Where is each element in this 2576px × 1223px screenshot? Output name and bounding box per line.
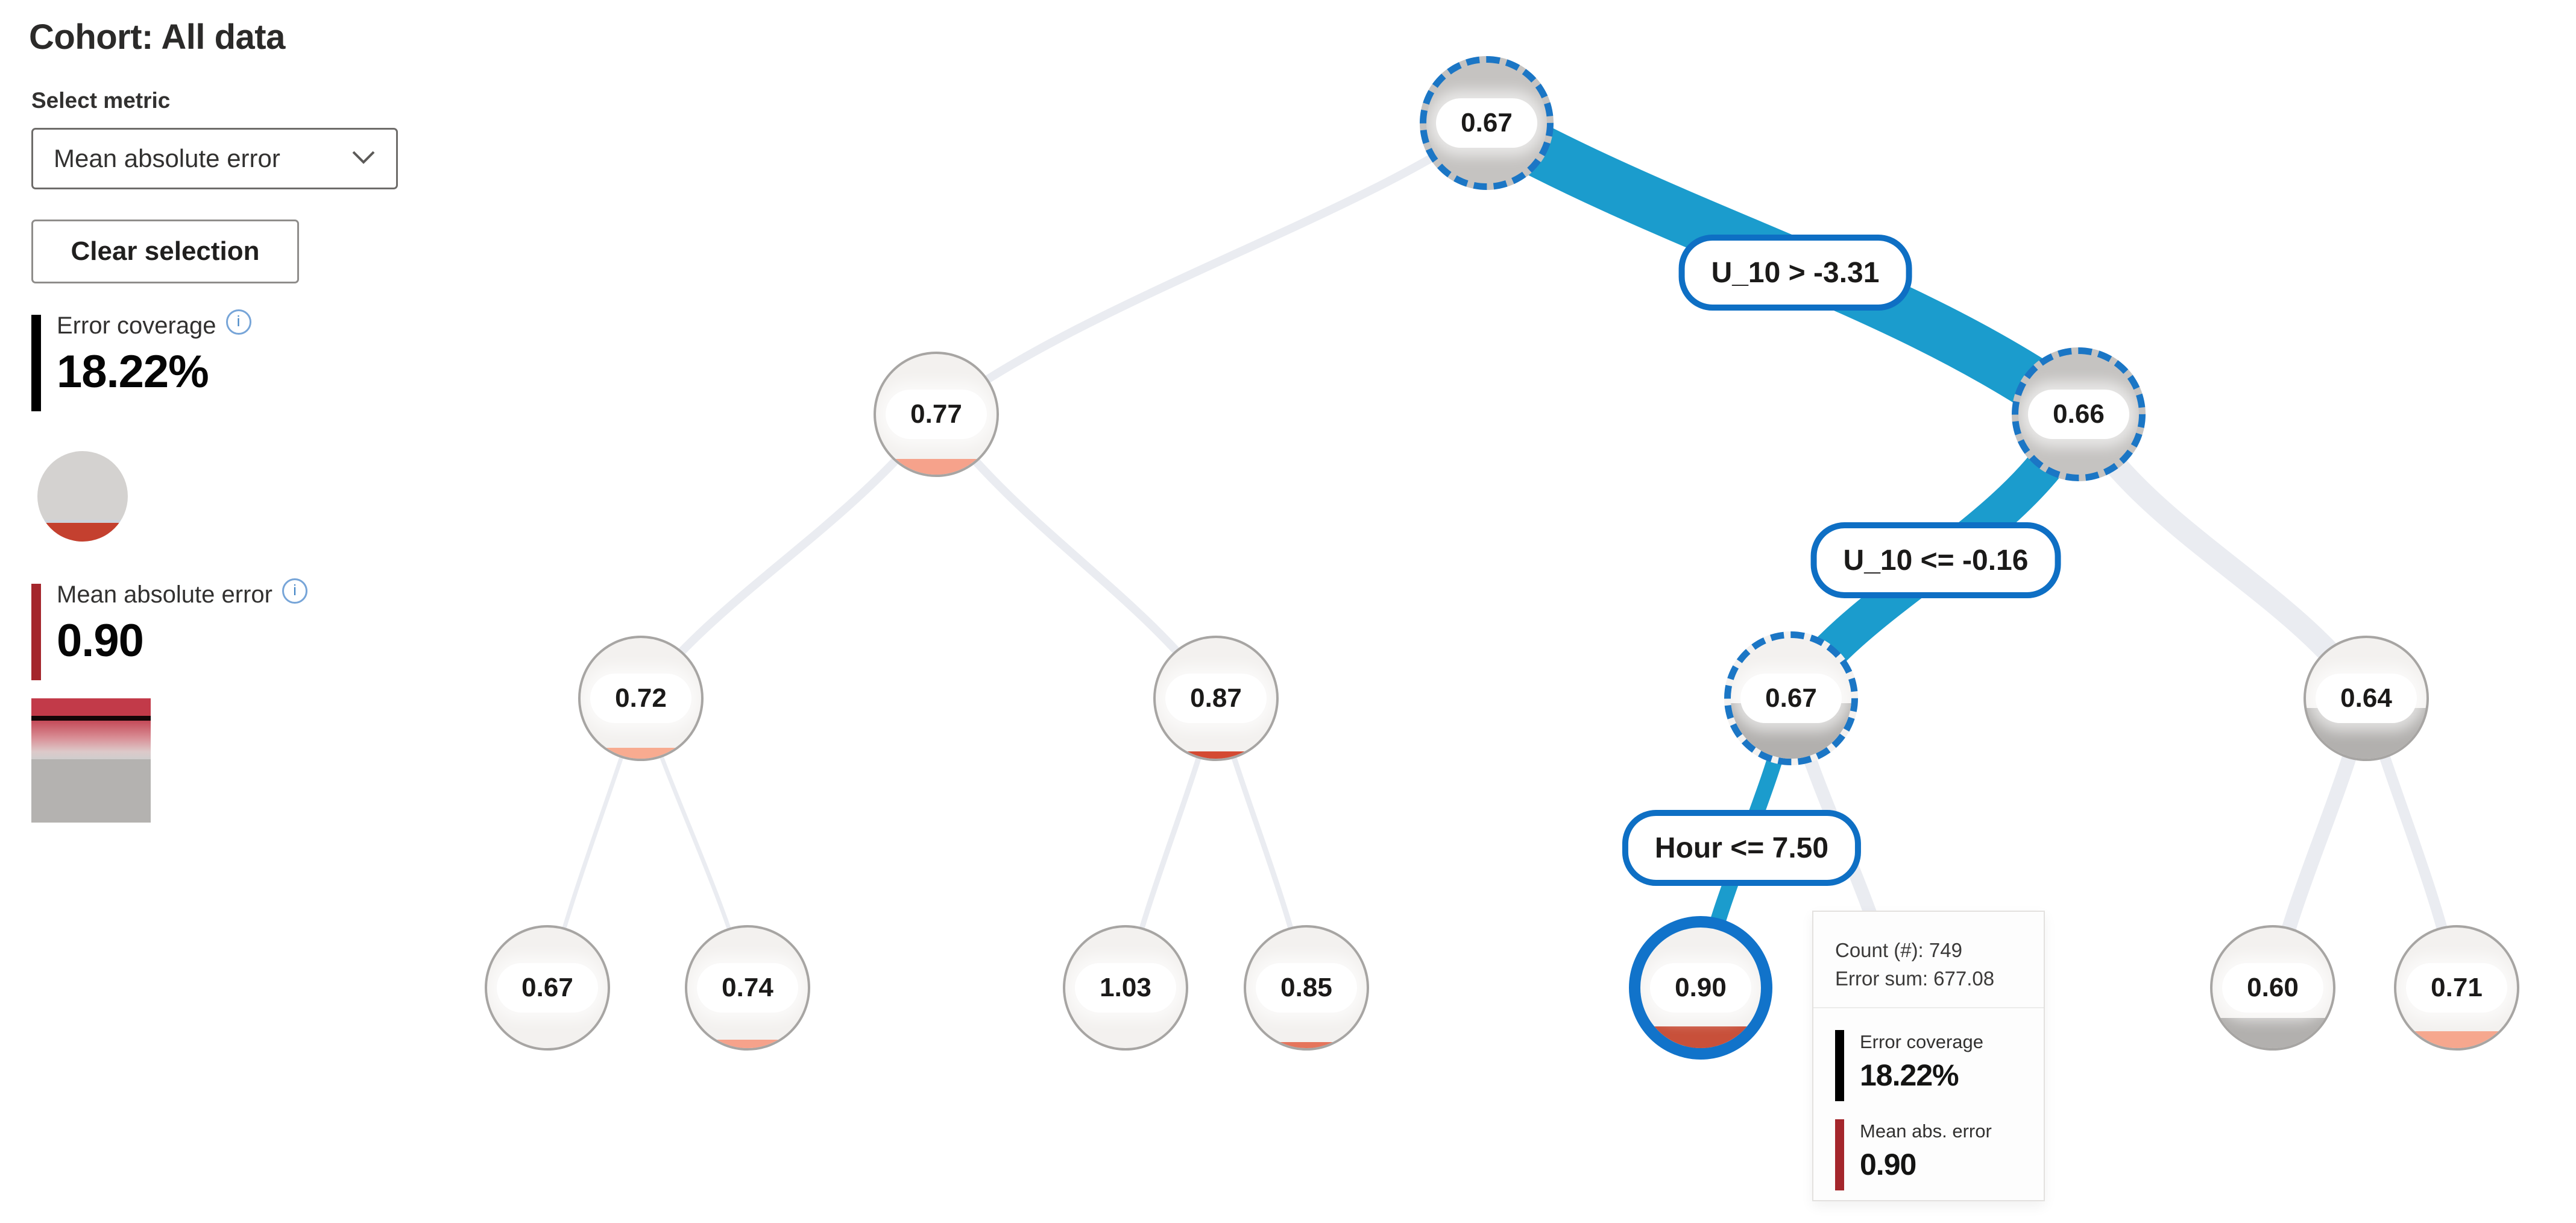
- tree-node-060[interactable]: 0.60: [2210, 925, 2335, 1051]
- node-value: 0.67: [521, 973, 573, 1002]
- node-value-pill: 0.64: [2316, 674, 2417, 723]
- split-label-u10-lte: U_10 <= -0.16: [1810, 522, 2061, 598]
- tooltip-error-coverage-row: Error coverage 18.22%: [1835, 1030, 2022, 1101]
- node-error-fill: [581, 748, 701, 759]
- node-value-pill: 0.85: [1256, 963, 1357, 1013]
- node-value-pill: 0.67: [1740, 674, 1842, 723]
- node-value: 0.60: [2247, 973, 2299, 1002]
- info-icon[interactable]: i: [225, 309, 251, 335]
- node-value: 0.67: [1765, 683, 1817, 713]
- tree-node-103[interactable]: 1.03: [1063, 925, 1188, 1051]
- tree-node-087[interactable]: 0.87: [1153, 636, 1279, 761]
- mean-abs-error-value: 0.90: [57, 615, 144, 666]
- node-error-fill: [876, 459, 997, 475]
- tooltip-error-coverage-label: Error coverage: [1860, 1031, 1984, 1052]
- split-label-u10-gt: U_10 > -3.31: [1678, 235, 1912, 311]
- tooltip-mae-bar: [1835, 1119, 1844, 1190]
- node-value: 0.85: [1280, 973, 1332, 1002]
- node-value-pill: 0.87: [1165, 674, 1267, 723]
- tooltip-mean-abs-error-label: Mean abs. error: [1860, 1120, 1992, 1142]
- tree-node-072[interactable]: 0.72: [578, 636, 704, 761]
- clear-selection-label: Clear selection: [71, 236, 260, 266]
- tree-node-064[interactable]: 0.64: [2304, 636, 2429, 761]
- tree-node-090-selected[interactable]: 0.90: [1629, 916, 1772, 1060]
- node-error-fill: [687, 1040, 808, 1048]
- node-hover-tooltip: Count (#): 749 Error sum: 677.08 Error c…: [1812, 911, 2045, 1201]
- gradient-gray: [31, 759, 151, 823]
- tooltip-count: Count (#): 749: [1835, 939, 1962, 961]
- node-value: 0.71: [2431, 973, 2483, 1002]
- tooltip-mean-abs-error-value: 0.90: [1860, 1148, 1916, 1181]
- node-value: 0.74: [722, 973, 773, 1002]
- split-text: U_10 > -3.31: [1711, 256, 1880, 289]
- tree-node-074[interactable]: 0.74: [685, 925, 810, 1051]
- node-value-pill: 0.66: [2028, 390, 2129, 439]
- gradient-fade: [31, 721, 151, 759]
- cohort-title: Cohort: All data: [29, 17, 285, 57]
- mean-abs-error-bar: [31, 584, 41, 680]
- node-value: 0.90: [1675, 973, 1727, 1002]
- node-error-fill: [1156, 751, 1276, 759]
- node-error-fill: [1246, 1042, 1367, 1048]
- node-value: 0.64: [2340, 683, 2392, 713]
- sidebar: Cohort: All data Select metric Mean abso…: [0, 0, 422, 1223]
- error-coverage-value: 18.22%: [57, 346, 209, 397]
- node-value-pill: 0.67: [1436, 98, 1537, 148]
- clear-selection-button[interactable]: Clear selection: [31, 220, 299, 283]
- tree-node-root[interactable]: 0.67: [1420, 56, 1554, 190]
- tree-node-067-leaf[interactable]: 0.67: [485, 925, 610, 1051]
- gradient-marker-line: [31, 715, 151, 721]
- select-metric-label: Select metric: [31, 88, 171, 113]
- error-coverage-bar: [31, 315, 41, 411]
- node-error-fill: [2396, 1031, 2517, 1048]
- tree-node-071[interactable]: 0.71: [2394, 925, 2519, 1051]
- node-value-pill: 0.74: [697, 963, 798, 1013]
- tooltip-coverage-bar: [1835, 1030, 1844, 1101]
- split-text: U_10 <= -0.16: [1843, 544, 2029, 577]
- tooltip-divider: [1813, 1007, 2044, 1008]
- node-value-pill: 0.60: [2222, 963, 2323, 1013]
- node-value: 0.72: [615, 683, 667, 713]
- error-rate-gradient-legend: [31, 698, 151, 823]
- split-text: Hour <= 7.50: [1654, 832, 1829, 864]
- node-value-pill: 0.72: [590, 674, 691, 723]
- tree-node-067b[interactable]: 0.67: [1724, 631, 1858, 765]
- metric-dropdown[interactable]: Mean absolute error: [31, 128, 398, 189]
- edge-root-to-077: [933, 119, 1490, 418]
- tree-node-066[interactable]: 0.66: [2012, 347, 2146, 481]
- node-value-pill: 0.77: [886, 390, 987, 439]
- tree-node-085[interactable]: 0.85: [1244, 925, 1369, 1051]
- metric-dropdown-value: Mean absolute error: [54, 144, 280, 172]
- tree-node-077[interactable]: 0.77: [874, 352, 999, 477]
- node-value: 0.77: [910, 399, 962, 429]
- chevron-down-icon[interactable]: [351, 150, 376, 168]
- info-icon[interactable]: i: [282, 578, 307, 604]
- node-value: 1.03: [1100, 973, 1151, 1002]
- node-value-pill: 0.71: [2406, 963, 2507, 1013]
- node-coverage-fill: [2212, 1018, 2333, 1048]
- gradient-top-red: [31, 698, 151, 716]
- node-value-pill: 0.67: [497, 963, 598, 1013]
- legend-error-fill: [37, 522, 128, 542]
- node-value-pill: 0.90: [1650, 963, 1751, 1013]
- legend-separator: [37, 519, 128, 523]
- node-value-pill: 1.03: [1075, 963, 1176, 1013]
- node-error-fill: [1640, 1026, 1761, 1048]
- tooltip-error-coverage-value: 18.22%: [1860, 1058, 1959, 1092]
- node-fill-legend: [37, 451, 128, 542]
- split-label-hour-lte: Hour <= 7.50: [1622, 810, 1862, 886]
- tooltip-error-sum: Error sum: 677.08: [1835, 967, 1995, 990]
- node-value: 0.67: [1461, 108, 1513, 137]
- node-value: 0.87: [1190, 683, 1242, 713]
- tooltip-mean-abs-error-row: Mean abs. error 0.90: [1835, 1119, 2022, 1190]
- node-value: 0.66: [2053, 399, 2105, 429]
